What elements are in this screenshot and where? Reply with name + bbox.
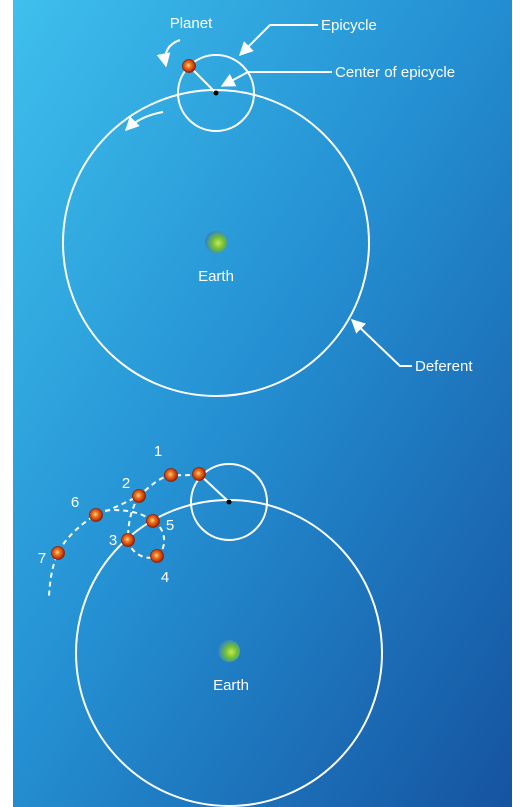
deferent-leader-line [350, 319, 412, 367]
planet-icon-position-6 [89, 508, 103, 522]
center-leader-line [220, 71, 332, 87]
epicycle-label: Epicycle [321, 17, 377, 34]
position-label-2: 2 [122, 475, 130, 492]
planet-label: Planet [170, 15, 213, 32]
epicycle-center-dot [213, 90, 219, 96]
earth-label-bottom: Earth [213, 677, 249, 694]
center-of-epicycle-label: Center of epicycle [335, 64, 455, 81]
planet-icon [182, 59, 196, 73]
epicycle-circle [177, 54, 255, 132]
position-label-7: 7 [38, 550, 46, 567]
position-label-4: 4 [161, 569, 169, 586]
planet-motion-arrow [156, 39, 181, 68]
top-diagram: Earth Planet Epicycle Center of epicycle… [62, 15, 473, 397]
epicycle-circle-bottom [190, 463, 268, 541]
position-label-5: 5 [166, 517, 174, 534]
planet-icon-position-7 [51, 546, 65, 560]
bottom-diagram: 1 2 3 4 5 6 7 Earth [38, 443, 383, 807]
position-label-3: 3 [109, 532, 117, 549]
earth-icon-bottom [218, 640, 240, 662]
epicycle-leader-line [239, 24, 318, 56]
deferent-label: Deferent [415, 358, 473, 375]
position-label-6: 6 [71, 494, 79, 511]
epicycle-center-dot-bottom [226, 499, 232, 505]
deferent-circle [62, 89, 370, 397]
planet-icon-position-2 [132, 489, 146, 503]
position-label-1: 1 [154, 443, 162, 460]
planet-icon-position-1 [164, 468, 178, 482]
planet-icon-position-5 [146, 514, 160, 528]
planet-icon-current [192, 467, 206, 481]
planet-icon-position-4 [150, 549, 164, 563]
earth-label-top: Earth [198, 268, 234, 285]
earth-icon [205, 231, 227, 253]
deferent-motion-arrow [125, 111, 164, 131]
background-panel [13, 0, 512, 807]
planet-icon-position-3 [121, 533, 135, 547]
